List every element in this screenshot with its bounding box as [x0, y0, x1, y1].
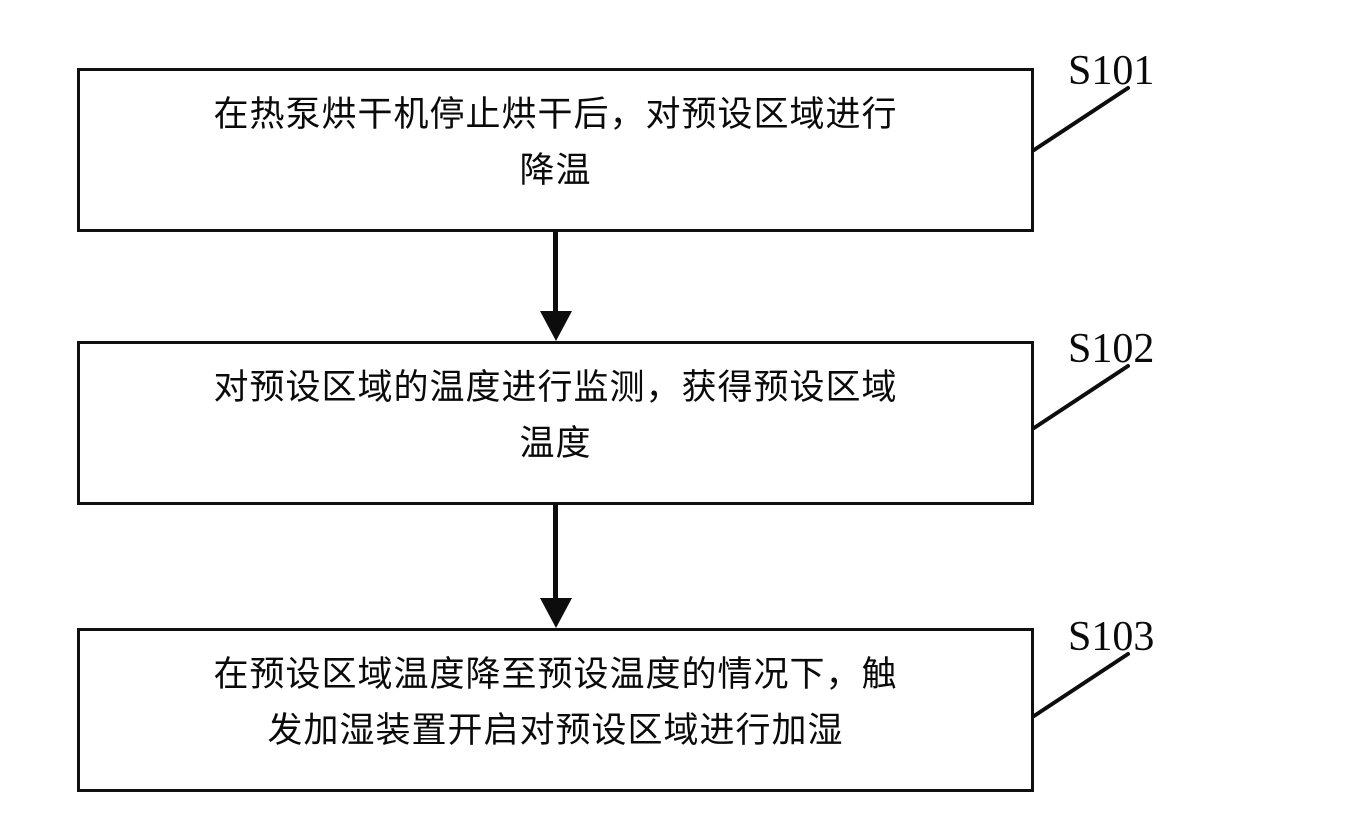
arrow-shaft: [553, 232, 558, 314]
flowchart-step-box-s102: 对预设区域的温度进行监测，获得预设区域 温度: [77, 341, 1034, 505]
flow-arrow-s101-to-s102: [540, 232, 572, 341]
down-arrow-icon: [540, 311, 572, 341]
flowchart-step-text-s101: 在热泵烘干机停止烘干后，对预设区域进行 降温: [213, 95, 898, 190]
flowchart-step-text-s103: 在预设区域温度降至预设温度的情况下，触 发加湿装置开启对预设区域进行加湿: [213, 655, 898, 750]
down-arrow-icon: [540, 598, 572, 628]
flowchart-step-box-s103: 在预设区域温度降至预设温度的情况下，触 发加湿装置开启对预设区域进行加湿: [77, 628, 1034, 792]
step-label-s101: S101: [1068, 48, 1155, 94]
step-label-s102: S102: [1068, 326, 1155, 372]
flowchart-step-box-s101: 在热泵烘干机停止烘干后，对预设区域进行 降温: [77, 68, 1034, 232]
flow-arrow-s102-to-s103: [540, 505, 572, 628]
step-label-s103: S103: [1068, 614, 1155, 660]
arrow-shaft: [553, 505, 558, 601]
flowchart-step-text-s102: 对预设区域的温度进行监测，获得预设区域 温度: [213, 368, 898, 463]
